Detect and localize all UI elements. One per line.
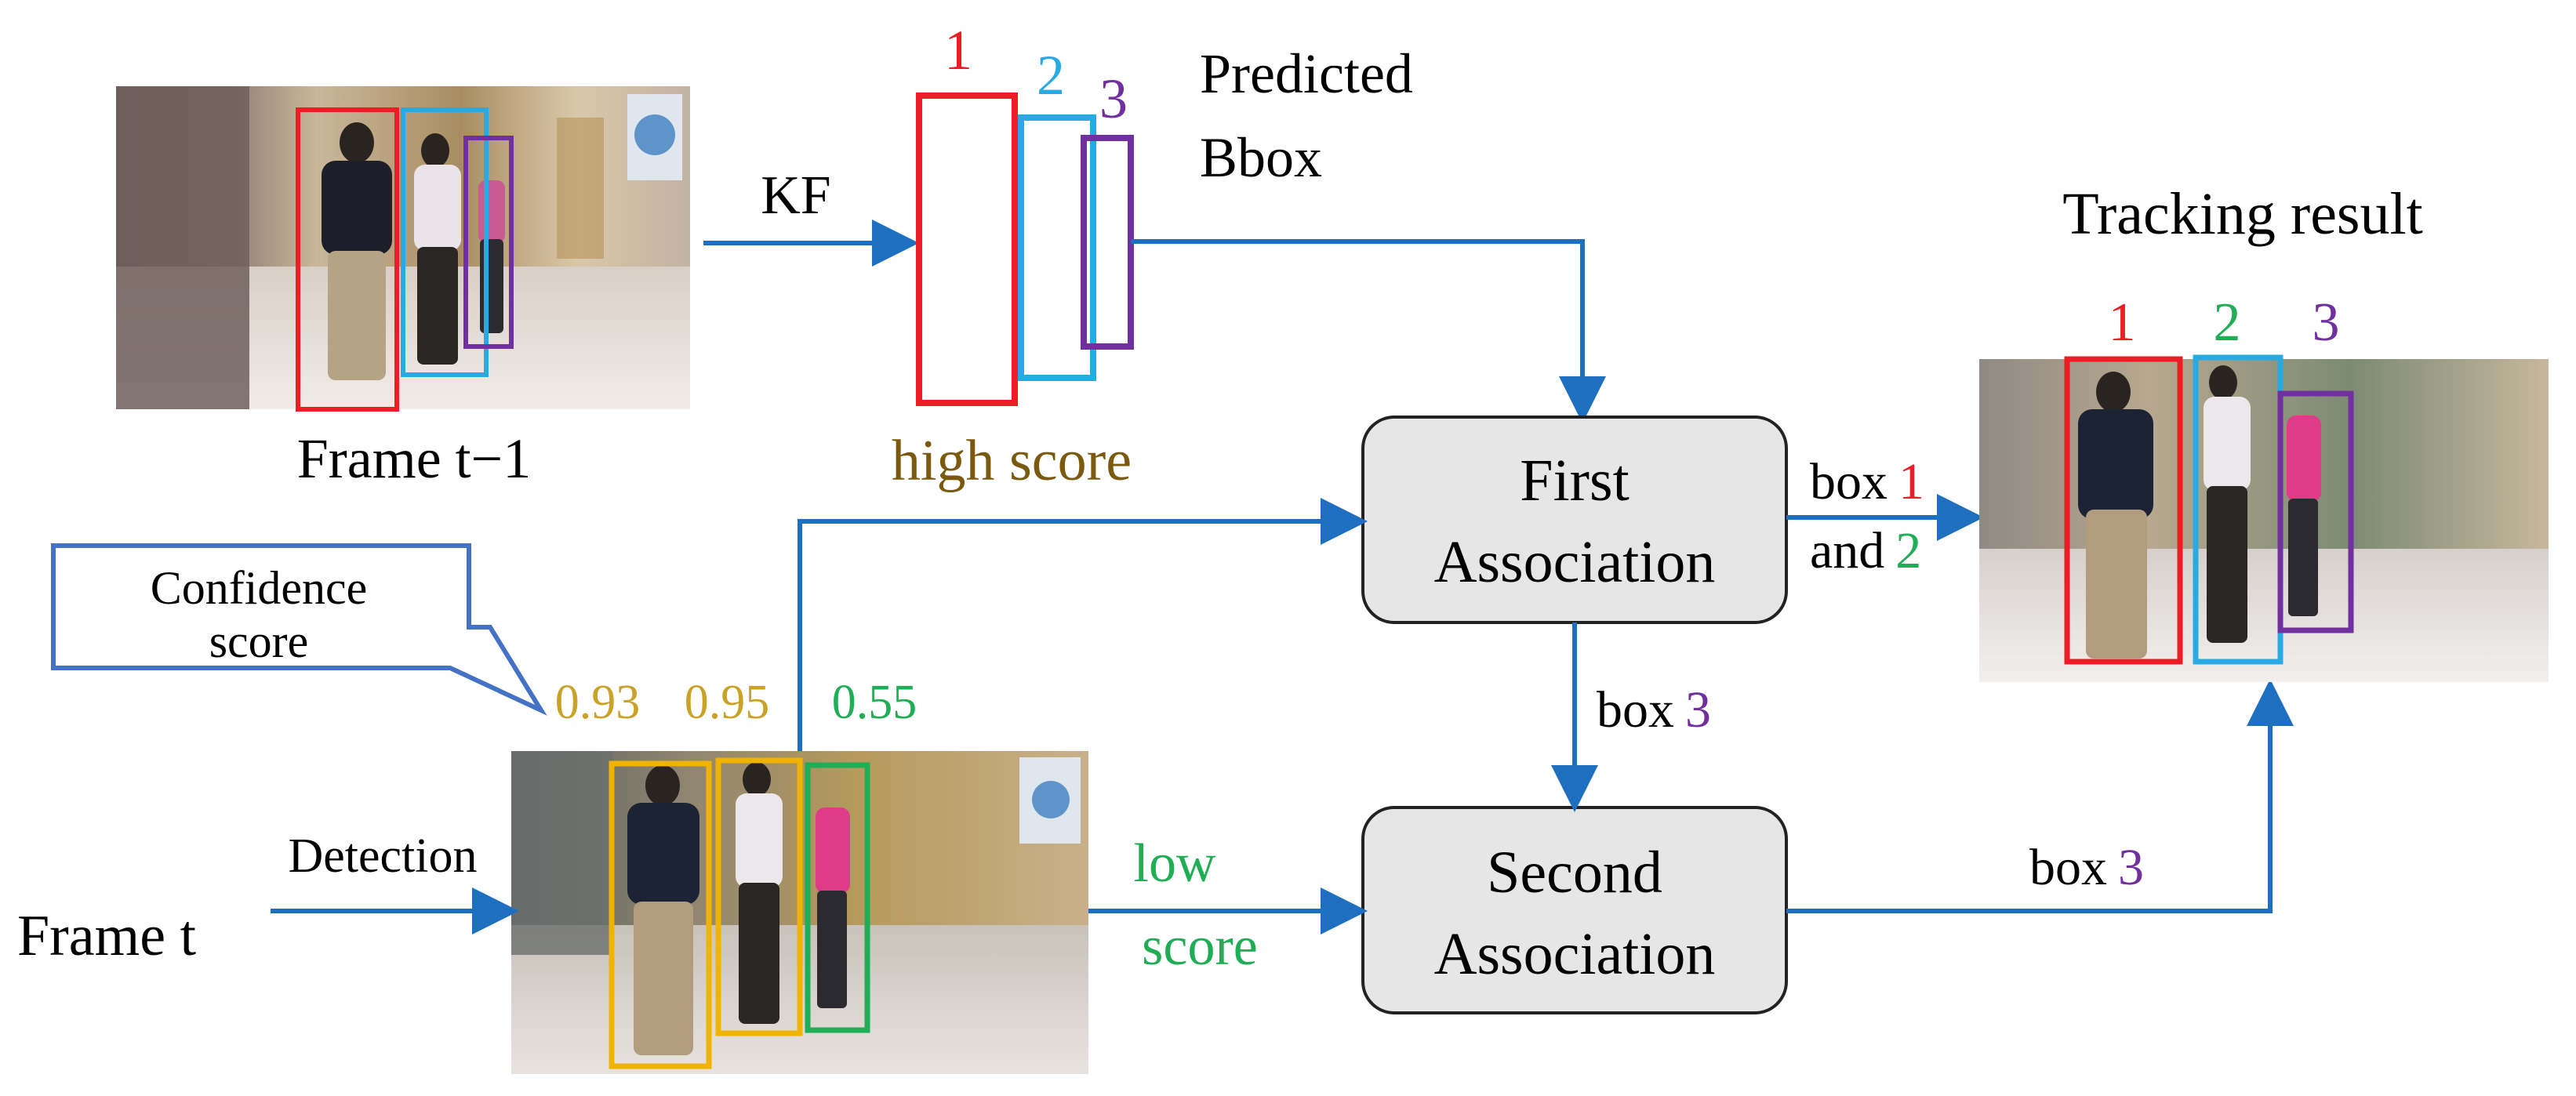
result-id-2: 2 xyxy=(2214,292,2241,353)
frame-current-image xyxy=(511,751,1088,1074)
first-out-id2: 2 xyxy=(1895,522,1921,579)
predicted-title-line2: Bbox xyxy=(1200,126,1322,189)
result-box-1 xyxy=(2064,356,2183,665)
first-out-id1: 1 xyxy=(1898,453,1924,510)
high-score-arrow xyxy=(798,498,1368,751)
second-association-line2: Association xyxy=(1434,921,1716,987)
first-association-line1: First xyxy=(1520,448,1629,514)
first-association-line2: Association xyxy=(1434,529,1716,595)
prev-box-2 xyxy=(401,107,489,377)
high-score-label: high score xyxy=(892,429,1132,493)
second-out-box: box xyxy=(2029,839,2107,896)
detection-box-3 xyxy=(805,762,870,1033)
score-value-1: 0.93 xyxy=(555,676,641,729)
score-value-3: 0.55 xyxy=(832,676,917,729)
tracking-title: Tracking result xyxy=(2062,181,2423,247)
low-score-line1: low xyxy=(1134,833,1216,894)
first-out-box: box xyxy=(1810,453,1887,510)
first-out-and: and xyxy=(1810,522,1884,579)
frame-current-label: Frame t xyxy=(17,904,197,968)
callout-line1: Confidence xyxy=(151,562,368,614)
first-to-second-id: 3 xyxy=(1685,681,1711,739)
confidence-callout xyxy=(51,543,547,716)
prev-box-1 xyxy=(296,107,399,412)
prev-box-3 xyxy=(463,136,514,349)
second-to-result-arrow xyxy=(1786,679,2294,913)
predicted-to-first-arrow xyxy=(1131,239,1606,423)
frame-prev-image xyxy=(116,86,690,412)
kf-label: KF xyxy=(761,165,830,226)
score-value-2: 0.95 xyxy=(685,676,770,729)
predicted-id-1: 1 xyxy=(944,19,972,82)
predicted-box-2 xyxy=(1018,114,1096,381)
detection-box-1 xyxy=(609,760,712,1069)
second-association-line1: Second xyxy=(1487,840,1662,905)
predicted-box-1 xyxy=(916,93,1018,406)
result-box-3 xyxy=(2277,390,2354,633)
result-id-1: 1 xyxy=(2109,292,2136,353)
predicted-id-3: 3 xyxy=(1099,67,1128,130)
tracking-result-image xyxy=(1979,354,2549,682)
result-id-3: 3 xyxy=(2313,292,2340,353)
frame-prev-label: Frame t−1 xyxy=(297,427,532,490)
predicted-title-line1: Predicted xyxy=(1200,42,1413,105)
detection-label: Detection xyxy=(288,829,477,883)
predicted-id-2: 2 xyxy=(1037,44,1065,107)
detection-box-2 xyxy=(715,757,803,1036)
callout-line2: score xyxy=(209,615,309,667)
second-out-id: 3 xyxy=(2118,839,2144,896)
first-to-second-box: box xyxy=(1597,681,1674,739)
low-score-line2: score xyxy=(1142,916,1258,977)
